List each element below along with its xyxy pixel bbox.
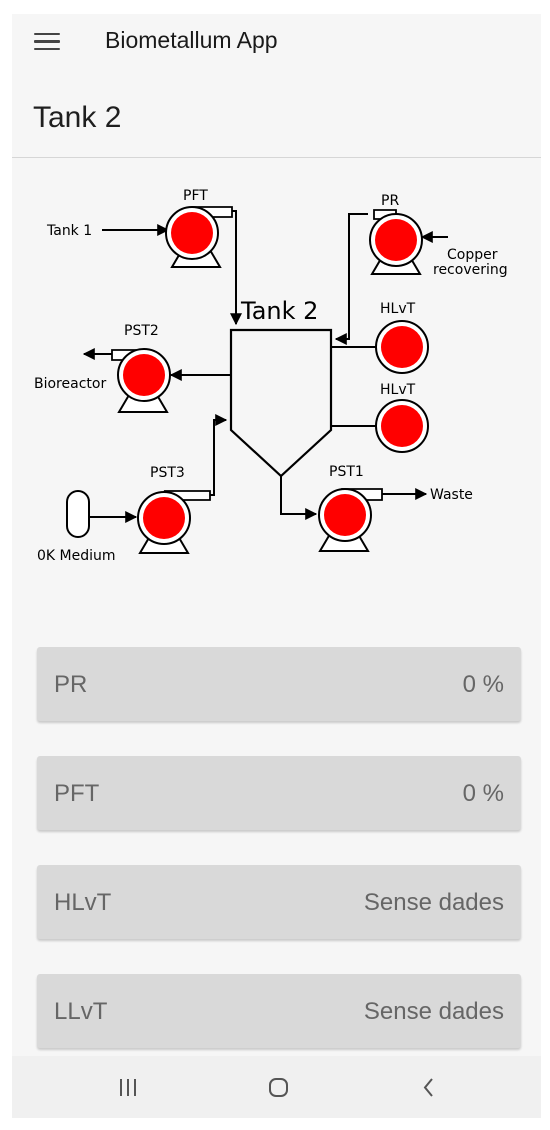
label-pft: PFT — [183, 188, 208, 204]
label-pr: PR — [381, 193, 399, 209]
pump-pr — [369, 209, 423, 275]
label-medium: 0K Medium — [37, 548, 116, 564]
label-hlvt-top: HLvT — [380, 301, 416, 317]
status-card-value: 0 % — [462, 671, 504, 698]
status-card-name: LLvT — [54, 998, 108, 1025]
sensor-hlvt-bottom — [375, 399, 429, 453]
status-card-name: PFT — [54, 780, 100, 807]
recent-apps-icon[interactable] — [109, 1072, 149, 1102]
status-card-llvt[interactable]: LLvT Sense dades — [37, 974, 521, 1048]
pipe-pst3-tank — [208, 414, 228, 496]
home-icon[interactable] — [259, 1072, 299, 1102]
status-card-value: Sense dades — [363, 889, 504, 916]
back-icon[interactable] — [409, 1072, 449, 1102]
process-diagram: Tank 2 — [34, 188, 508, 564]
label-pst2: PST2 — [124, 323, 159, 339]
status-card-name: PR — [54, 671, 88, 698]
status-card-value: Sense dades — [363, 998, 504, 1025]
hamburger-menu-icon[interactable] — [34, 30, 60, 52]
app-bar: Biometallum App — [12, 14, 541, 70]
label-tank1: Tank 1 — [46, 223, 92, 239]
status-card-value: 0 % — [462, 780, 504, 807]
tank-2-vessel — [229, 328, 333, 478]
page-header: Tank 2 — [12, 76, 541, 156]
pipe-pr-tank — [334, 213, 368, 345]
pump-pst1 — [318, 488, 383, 552]
pump-pst3 — [137, 490, 211, 554]
app-screen: Biometallum App Tank 2 Tank 2 — [12, 14, 541, 1118]
label-waste: Waste — [430, 487, 473, 503]
label-hlvt-bottom: HLvT — [380, 382, 416, 398]
sensor-hlvt-top — [375, 320, 429, 374]
system-nav-bar — [12, 1056, 541, 1118]
pipe-tank-pst1 — [280, 476, 318, 520]
label-copper-1: Copper — [447, 247, 498, 263]
pipe-pft-tank — [228, 210, 242, 326]
pump-pst2 — [111, 348, 171, 413]
label-pst1: PST1 — [329, 464, 364, 480]
label-pst3: PST3 — [150, 465, 185, 481]
status-card-pft[interactable]: PFT 0 % — [37, 756, 521, 830]
status-card-hlvt[interactable]: HLvT Sense dades — [37, 865, 521, 939]
page-title: Tank 2 — [33, 101, 122, 134]
header-divider — [12, 157, 541, 158]
app-title: Biometallum App — [105, 27, 278, 53]
label-bioreactor: Bioreactor — [34, 376, 106, 392]
pump-pft — [165, 206, 233, 268]
status-card-name: HLvT — [54, 889, 112, 916]
ok-medium-container — [66, 490, 90, 538]
status-card-pr[interactable]: PR 0 % — [37, 647, 521, 721]
label-copper-2: recovering — [433, 262, 508, 278]
tank-2-label: Tank 2 — [240, 297, 318, 325]
